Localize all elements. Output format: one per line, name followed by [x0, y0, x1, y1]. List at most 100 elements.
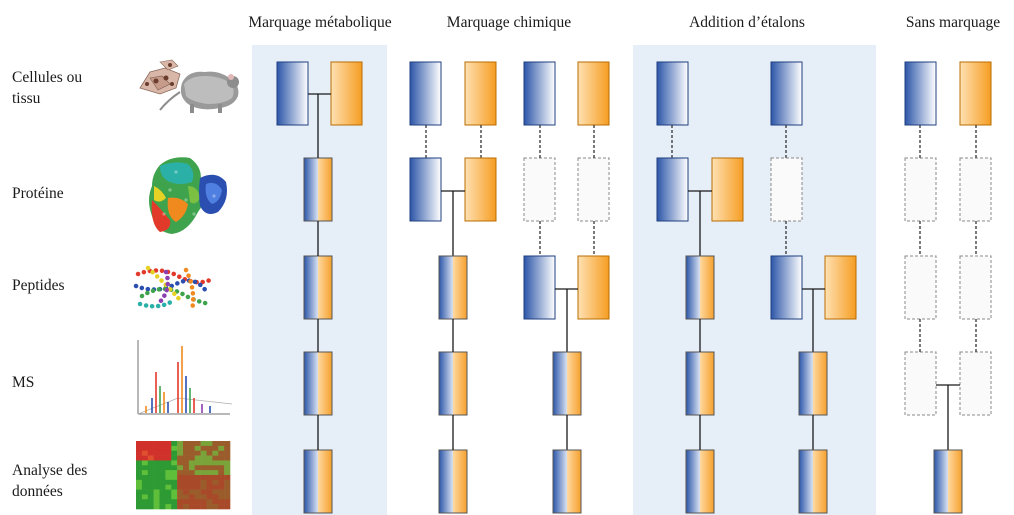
chem-prot-row2-mixed-orange-half [453, 256, 467, 319]
heatmap-cell [206, 504, 213, 510]
heatmap-cell [194, 470, 201, 476]
heatmap-cell [194, 455, 201, 461]
heatmap-cell [136, 445, 143, 452]
heatmap-cell [188, 475, 196, 481]
heatmap-cell [188, 441, 196, 447]
lf-a1-unlabeled-box [904, 157, 937, 222]
heatmap-cell [171, 489, 178, 495]
heatmap-cell [147, 441, 154, 447]
heatmap-cell [177, 489, 184, 495]
chem-prot-row3-mixed-orange-half [453, 352, 467, 415]
heatmap-cell [218, 450, 225, 456]
heatmap-cell [224, 441, 231, 447]
heatmap-cell [200, 494, 207, 500]
chem-prot-cells-orange-box [464, 61, 497, 126]
heatmap-cell [218, 489, 225, 495]
heatmap-cell [183, 504, 190, 510]
metabolic-row1-mixed-blue-half [304, 158, 318, 221]
spike-prot-standard-orange-box [711, 157, 744, 222]
heatmap-cell [136, 450, 143, 456]
heatmap-cell [194, 441, 201, 447]
spike-prot-row2-mixed-orange-half [700, 256, 714, 319]
heatmap-cell [224, 450, 231, 456]
heatmap-cell [136, 499, 143, 505]
heatmap-cell [165, 445, 172, 452]
heatmap-cell [141, 499, 149, 505]
heatmap-cell [212, 445, 219, 452]
heatmap-cell [153, 455, 160, 461]
heatmap-cell [212, 460, 219, 466]
heatmap-cell [153, 484, 160, 490]
heatmap-cell [147, 479, 154, 486]
heatmap-cell [171, 465, 178, 471]
metabolic-row4-mixed-orange-half [318, 450, 332, 513]
row-label-cells: Cellules ou tissu [12, 69, 83, 107]
heatmap-cell [212, 450, 219, 456]
heatmap-cell [177, 484, 184, 490]
cells-and-mouse-icon [139, 59, 239, 113]
heatmap-cell [153, 460, 160, 466]
heatmap-cell [224, 460, 231, 466]
heatmap-cell [206, 489, 213, 495]
lf-data-mixed-box [933, 449, 963, 514]
heatmap-cell [212, 455, 219, 461]
heatmap-cell [200, 484, 207, 490]
heatmap-cell [171, 450, 178, 456]
heatmap-cell [183, 465, 190, 471]
heatmap-cell [147, 455, 154, 461]
heatmap-cell [141, 475, 149, 481]
header-label-free: Sans marquage [905, 14, 1001, 31]
chem-pep-ms-mixed-orange-half [567, 352, 581, 415]
heatmap-cell [159, 455, 166, 461]
spike-prot-row4-mixed-orange-half [700, 450, 714, 513]
heatmap-cell [147, 484, 154, 490]
heatmap-cell [153, 441, 160, 447]
heatmap-cell [183, 470, 190, 476]
heatmap-cell [188, 504, 196, 510]
lf-data-mixed-blue-half [934, 450, 948, 513]
heatmap-cell [206, 475, 213, 481]
lf-a3-unlabeled-box [904, 351, 937, 416]
heatmap-cell [147, 470, 154, 476]
lf-cells-blue-box [904, 61, 937, 126]
chem-pep-data-mixed-orange-half [567, 450, 581, 513]
heatmap-cell [212, 465, 219, 471]
row-label-ms: MS [12, 374, 35, 391]
row-label-peptides: Peptides [12, 277, 65, 294]
heatmap-cell [171, 494, 178, 500]
metabolic-cells-blue-box [276, 61, 309, 126]
protein-structure-icon [149, 157, 227, 234]
spike-pep-data-mixed-box [798, 449, 828, 514]
heatmap-cell [177, 479, 184, 486]
heatmap-cell [183, 441, 190, 447]
heatmap-cell [188, 445, 196, 452]
heatmap-cell [165, 441, 172, 447]
heatmap-icon [136, 441, 231, 510]
heatmap-cell [194, 494, 201, 500]
header-metabolic-labeling: Marquage métabolique [248, 14, 392, 31]
heatmap-cell [141, 470, 149, 476]
spike-pep-cells-blue-box [770, 61, 803, 126]
heatmap-cell [136, 489, 143, 495]
heatmap-cell [194, 489, 201, 495]
heatmap-cell [200, 479, 207, 486]
header-spike-in: Addition d’étalons [689, 14, 805, 31]
heatmap-cell [147, 460, 154, 466]
heatmap-cell [200, 445, 207, 452]
heatmap-cell [165, 484, 172, 490]
heatmap-cell [224, 470, 231, 476]
heatmap-cell [218, 470, 225, 476]
spike-pep-ms-mixed-blue-half [799, 352, 813, 415]
peptide-chains-icon [133, 265, 213, 313]
heatmap-cell [159, 499, 166, 505]
heatmap-cell [224, 445, 231, 452]
heatmap-cell [141, 484, 149, 490]
heatmap-cell [165, 450, 172, 456]
heatmap-cell [136, 494, 143, 500]
heatmap-cell [177, 499, 184, 505]
spike-prot-row3-mixed-orange-half [700, 352, 714, 415]
mass-spectrum-icon [137, 340, 233, 415]
heatmap-cell [165, 479, 172, 486]
heatmap-cell [171, 460, 178, 466]
